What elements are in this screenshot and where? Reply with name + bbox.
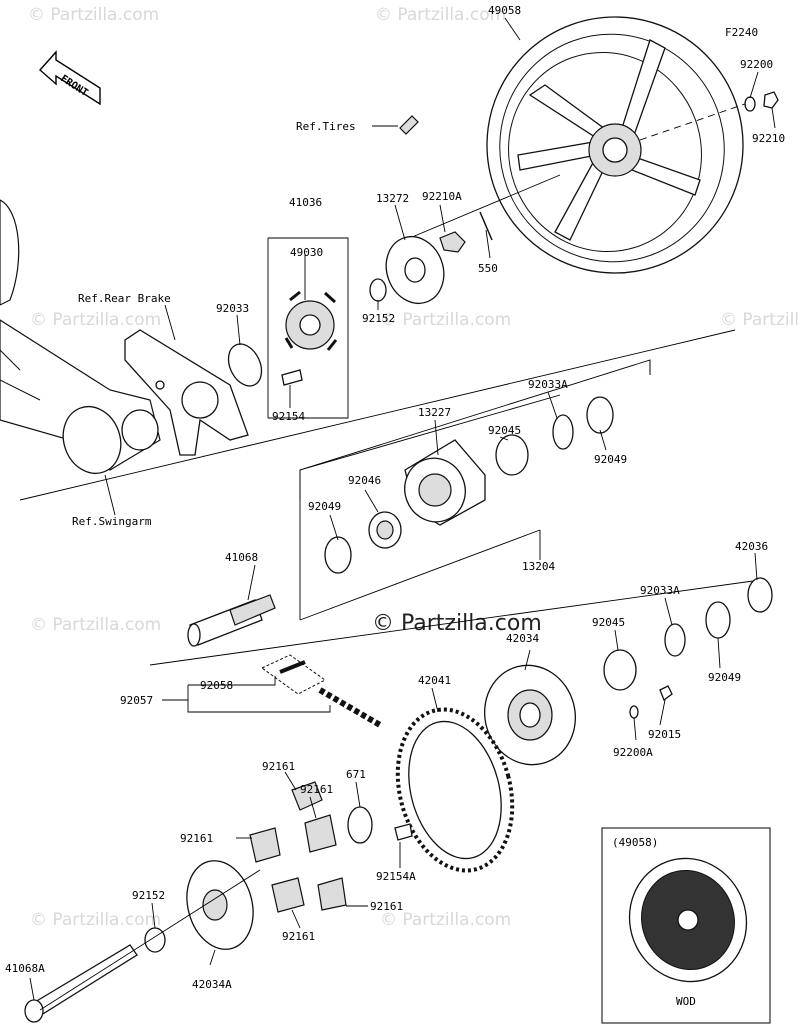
watermark-text: © Partzilla.com [380, 310, 511, 330]
circlip-92033A-mid [552, 414, 574, 450]
label-49030: 49030 [290, 246, 323, 259]
tire-valve [372, 115, 419, 135]
axle-line [404, 174, 561, 241]
rear-wheel [486, 16, 744, 274]
shaft-41068 [187, 594, 276, 647]
holder-42034A [186, 860, 254, 950]
rear-brake-ref [124, 329, 249, 456]
front-arrow: FRONT [39, 50, 101, 106]
watermark-text: © Partzilla.com [30, 910, 161, 930]
diagram-code: F2240 [725, 26, 758, 39]
label-92049-left: 92049 [308, 500, 341, 513]
label-92045-low: 92045 [592, 616, 625, 629]
axle-line-bottom [39, 869, 261, 1011]
watermark-text: © Partzilla.com [720, 310, 800, 330]
ref-tires-label: Ref.Tires [296, 120, 356, 133]
chain-92057 [318, 687, 382, 728]
label-92161-b: 92161 [300, 783, 333, 796]
label-41068A: 41068A [5, 962, 45, 975]
axle-line-dashed [639, 103, 746, 141]
seal-92049-upper [586, 396, 614, 434]
label-92046: 92046 [348, 474, 381, 487]
swingarm-ref [0, 199, 161, 475]
oring-671 [347, 806, 373, 844]
circlip-92033 [227, 343, 263, 387]
label-92058: 92058 [200, 679, 233, 692]
label-42041: 42041 [418, 674, 451, 687]
label-92200: 92200 [740, 58, 773, 71]
label-42034A: 42034A [192, 978, 232, 991]
watermarks: © Partzilla.com © Partzilla.com © Partzi… [28, 5, 800, 930]
seal-92049-low [705, 601, 731, 639]
label-92015: 92015 [648, 728, 681, 741]
washer-92200 [744, 96, 756, 112]
damper-92161 [249, 781, 347, 913]
seal-92049-left [324, 536, 352, 574]
label-42036: 42036 [735, 540, 768, 553]
sprocket-42041 [395, 707, 515, 873]
label-92033: 92033 [216, 302, 249, 315]
ref-rear-brake-label: Ref.Rear Brake [78, 292, 171, 305]
bearing-92046 [368, 511, 402, 549]
watermark-text: © Partzilla.com [30, 310, 161, 330]
label-13272: 13272 [376, 192, 409, 205]
label-92161-d: 92161 [370, 900, 403, 913]
watermark-main: © Partzilla.com [372, 611, 542, 636]
label-92210: 92210 [752, 132, 785, 145]
hub-13227 [404, 439, 486, 526]
inset-box: (49058) WOD [601, 827, 771, 1024]
label-92161-e: 92161 [282, 930, 315, 943]
label-41068: 41068 [225, 551, 258, 564]
label-671: 671 [346, 768, 366, 781]
label-92152-low: 92152 [132, 889, 165, 902]
nut-92210 [763, 91, 779, 109]
collar-92152-low [144, 927, 166, 953]
label-13227: 13227 [418, 406, 451, 419]
label-49058: 49058 [488, 4, 521, 17]
axle-line-sprocket [149, 579, 761, 666]
watermark-text: © Partzilla.com [30, 615, 161, 635]
cotter-pin-550 [479, 211, 493, 241]
label-92161-a: 92161 [262, 760, 295, 773]
label-92154: 92154 [272, 410, 305, 423]
collar-42036 [747, 577, 773, 613]
label-13204: 13204 [522, 560, 555, 573]
watermark-text: © Partzilla.com [380, 910, 511, 930]
label-42034: 42034 [506, 632, 539, 645]
watermark-text: © Partzilla.com [28, 5, 159, 25]
inset-caption: WOD [676, 995, 696, 1008]
label-92154A: 92154A [376, 870, 416, 883]
labels: F2240 49058 92200 92210 Ref.Tires 41036 … [5, 4, 785, 991]
seal-92152 [369, 278, 387, 302]
bearing-92045-low [603, 649, 637, 691]
label-92200A: 92200A [613, 746, 653, 759]
label-41036: 41036 [289, 196, 322, 209]
label-92049-upper: 92049 [594, 453, 627, 466]
label-92045-mid: 92045 [488, 424, 521, 437]
label-92210A: 92210A [422, 190, 462, 203]
nut-92015 [659, 685, 673, 702]
nut-92210A [439, 231, 466, 253]
watermark-text: © Partzilla.com [375, 5, 506, 25]
circlip-92033A-low [664, 623, 686, 657]
axle-line-hub [19, 329, 736, 501]
label-550: 550 [478, 262, 498, 275]
chain-link-92058 [261, 654, 326, 695]
label-92033A-low: 92033A [640, 584, 680, 597]
bolt-92154A [394, 823, 413, 841]
label-92057: 92057 [120, 694, 153, 707]
label-92161-c: 92161 [180, 832, 213, 845]
washer-92200A [629, 705, 639, 719]
label-92049-low: 92049 [708, 671, 741, 684]
ref-swingarm-label: Ref.Swingarm [72, 515, 152, 528]
inset-title: (49058) [612, 836, 658, 849]
label-92033A-mid: 92033A [528, 378, 568, 391]
bearing-92045-mid [495, 434, 529, 476]
label-92152-top: 92152 [362, 312, 395, 325]
coupling-42034 [483, 664, 577, 766]
plate-13272 [385, 235, 445, 305]
leader-lines [29, 17, 776, 1001]
assembly-41036 [267, 237, 349, 419]
